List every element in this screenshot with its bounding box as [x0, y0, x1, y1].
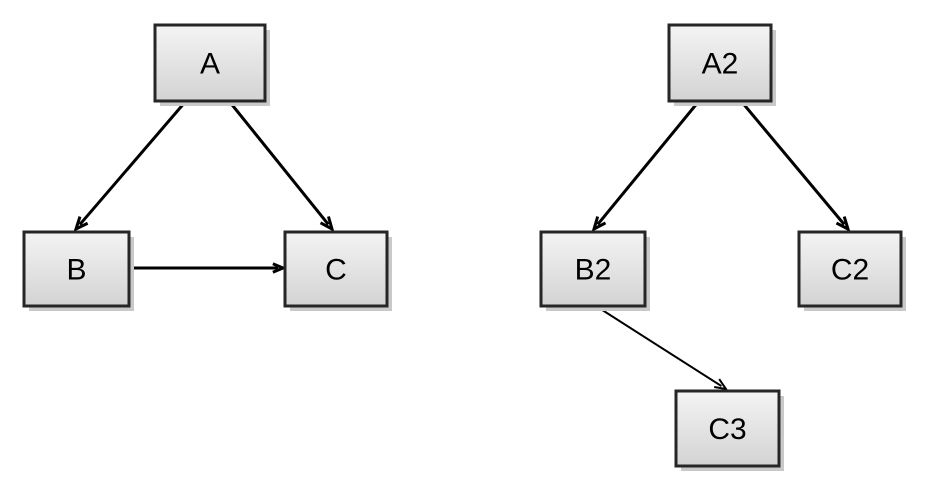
node-box[interactable] [667, 23, 773, 103]
node-A[interactable]: A [153, 23, 270, 106]
edge-A-B [73, 100, 188, 232]
node-box[interactable] [797, 230, 903, 308]
edge-shaft [596, 100, 701, 226]
edge-shaft [78, 100, 188, 226]
node-C[interactable]: C [283, 230, 392, 311]
node-C2[interactable]: C2 [797, 230, 906, 311]
node-box[interactable] [153, 23, 267, 103]
edge-shaft [595, 305, 722, 387]
arrowhead-icon [73, 216, 89, 232]
arrowhead-icon [319, 216, 335, 232]
node-C3[interactable]: C3 [674, 389, 784, 471]
edge-shaft [227, 100, 330, 226]
node-box[interactable] [674, 389, 781, 468]
node-B2[interactable]: B2 [539, 230, 650, 311]
edge-A2-B2 [591, 100, 701, 232]
edge-B2-C3 [595, 305, 729, 391]
arrowhead-icon [835, 216, 851, 232]
edge-A-C [227, 100, 335, 232]
edge-A2-C2 [739, 100, 851, 232]
arrowhead-icon [272, 262, 287, 274]
edge-B-C [130, 262, 287, 274]
edges-layer [73, 100, 851, 391]
node-A2[interactable]: A2 [667, 23, 776, 106]
node-box[interactable] [539, 230, 647, 308]
edge-shaft [739, 100, 846, 226]
node-box[interactable] [283, 230, 389, 308]
node-box[interactable] [22, 230, 131, 308]
arrowhead-icon [714, 378, 729, 391]
arrowhead-icon [591, 216, 607, 232]
node-B[interactable]: B [22, 230, 134, 311]
